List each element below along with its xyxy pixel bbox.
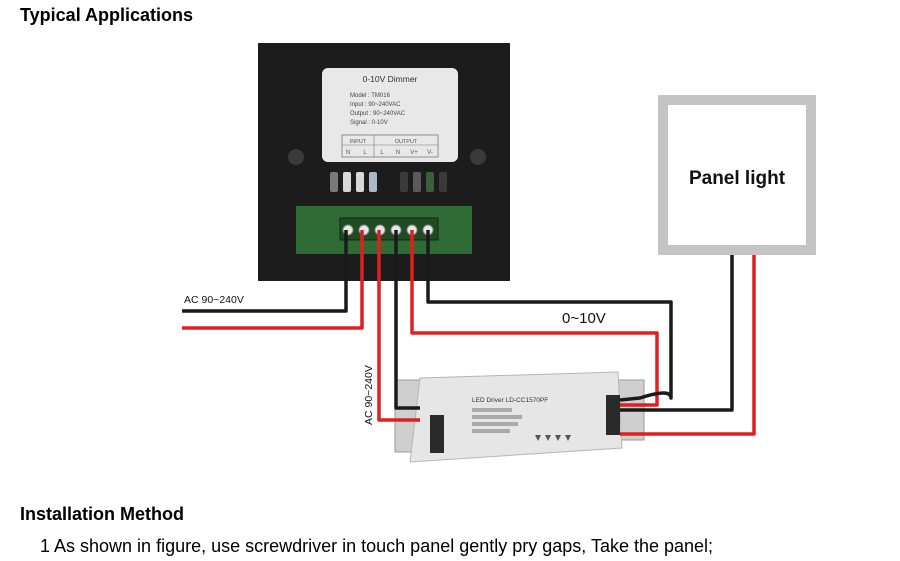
led-driver-input-terminal bbox=[430, 415, 444, 453]
dimmer-group-output: OUTPUT bbox=[395, 139, 418, 145]
panel-light-label: Panel light bbox=[689, 168, 786, 189]
wire-panel-red bbox=[620, 255, 756, 436]
dimmer-terminal-label: V+ bbox=[410, 150, 418, 156]
wire-ac-top-black bbox=[182, 230, 348, 313]
wire-label-ac-vertical: AC 90~240V bbox=[363, 365, 375, 425]
wiring-diagram: 0-10V Dimmer Model : TM016 Input : 90~24… bbox=[182, 43, 816, 463]
dimmer-label-title: 0-10V Dimmer bbox=[363, 74, 418, 84]
wire-label-ac-top: AC 90~240V bbox=[184, 294, 244, 306]
led-driver-title: LED Driver LD-CC1570PF bbox=[472, 397, 548, 404]
dimmer-label-output: Output : 90~240VAC bbox=[350, 111, 406, 117]
panel-light-surface bbox=[668, 105, 806, 245]
wire-signal-red bbox=[410, 230, 659, 407]
wire-label-signal: 0~10V bbox=[562, 310, 606, 327]
wire-dimmer-driver-red bbox=[377, 230, 420, 422]
led-driver-output-terminal bbox=[606, 395, 620, 435]
dimmer-label-model: Model : TM016 bbox=[350, 93, 391, 99]
dimmer-terminal-label: L bbox=[363, 150, 367, 156]
dimmer-group-input: INPUT bbox=[350, 139, 367, 145]
wire-panel-black bbox=[620, 255, 734, 412]
section-title-installation-method: Installation Method bbox=[20, 504, 184, 524]
dimmer-connector-pins bbox=[330, 172, 447, 192]
wire-dimmer-driver-black bbox=[394, 230, 420, 410]
dimmer-screw-hole-left bbox=[288, 149, 304, 165]
dimmer-terminal-label: V- bbox=[427, 150, 433, 156]
dimmer-screw-hole-right bbox=[470, 149, 486, 165]
wires bbox=[182, 230, 756, 436]
installation-step: 1 As shown in figure, use screwdriver in… bbox=[40, 536, 714, 556]
dimmer-label-sticker bbox=[322, 68, 458, 162]
panel-light: Panel light bbox=[658, 95, 816, 255]
dimmer-terminal-label: N bbox=[396, 150, 400, 156]
dimmer-terminal-label: L bbox=[380, 150, 384, 156]
wire-signal-black bbox=[426, 230, 673, 402]
dimmer-terminal-table bbox=[341, 134, 439, 158]
dimmer-panel: 0-10V Dimmer Model : TM016 Input : 90~24… bbox=[258, 43, 510, 281]
section-title-typical-applications: Typical Applications bbox=[20, 5, 194, 25]
dimmer-terminal-label: N bbox=[346, 150, 350, 156]
dimmer-label-signal: Signal : 0-10V bbox=[350, 120, 388, 126]
dimmer-label-input: Input : 90~240VAC bbox=[350, 102, 401, 108]
wire-ac-top-red bbox=[182, 230, 364, 330]
led-driver: LED Driver LD-CC1570PF bbox=[394, 371, 645, 463]
